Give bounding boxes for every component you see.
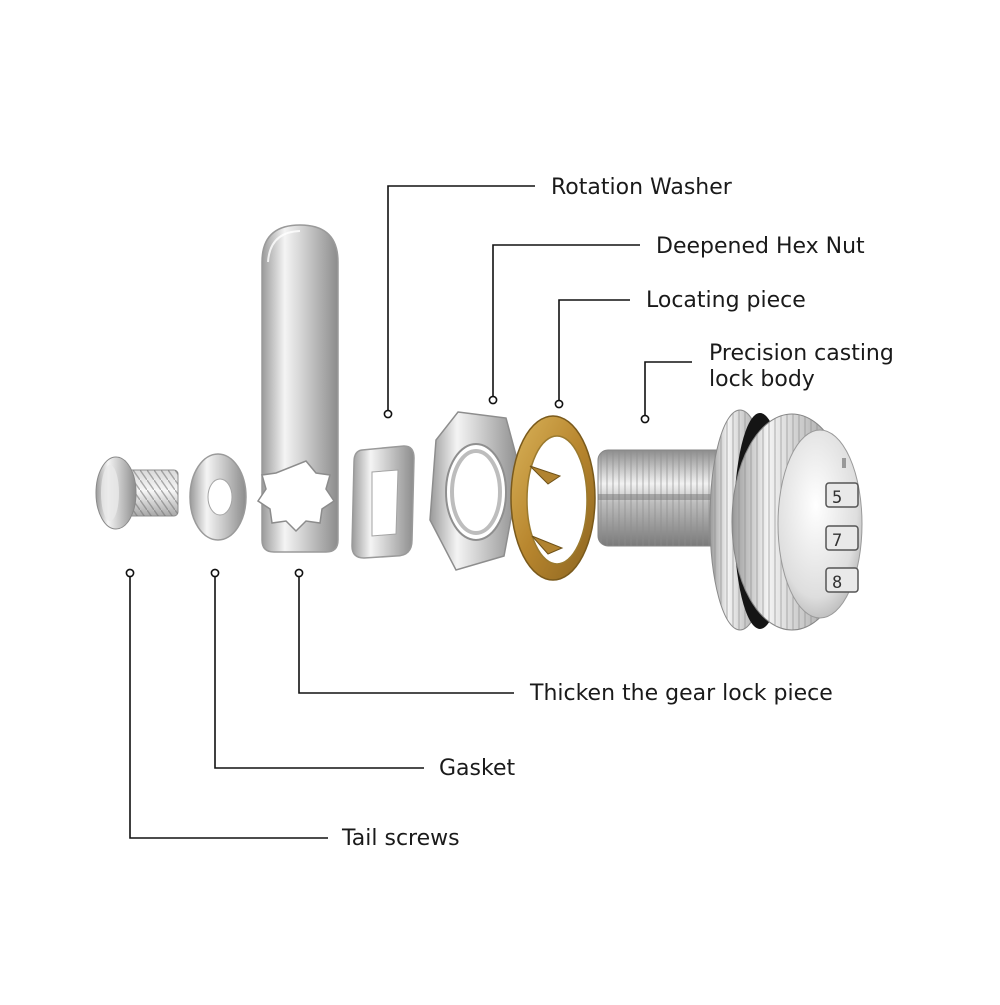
dot-rotation-washer [383, 409, 393, 419]
gear-lock-piece [256, 224, 339, 553]
label-gasket: Gasket [439, 756, 516, 781]
label-hex-nut: Deepened Hex Nut [656, 234, 865, 259]
leader-locating-piece [558, 299, 630, 403]
dot-lock-body [640, 414, 650, 424]
rotation-washer [351, 445, 415, 559]
dot-gear-lock-piece [294, 568, 304, 578]
label-gear-lock-piece: Thicken the gear lock piece [530, 681, 833, 706]
dial-2-digit[interactable]: 7 [832, 531, 842, 551]
dot-hex-nut [488, 395, 498, 405]
leader-lock-body [644, 361, 692, 418]
leader-dots [125, 395, 650, 578]
leader-rotation-washer [387, 185, 535, 413]
locating-piece [510, 415, 596, 581]
label-tail-screws: Tail screws [342, 826, 460, 851]
tail-screw [95, 456, 179, 530]
dial-3-digit[interactable]: 8 [832, 573, 842, 593]
dot-locating-piece [554, 399, 564, 409]
leader-tail-screws [129, 573, 328, 839]
gasket-washer [189, 453, 247, 541]
dial-1-digit[interactable]: 5 [832, 488, 842, 508]
leader-gear-lock-piece [298, 573, 514, 694]
leader-lines [129, 185, 692, 839]
label-lock-body-line2: lock body [709, 367, 815, 392]
dot-tail-screws [125, 568, 135, 578]
leader-gasket [214, 573, 424, 769]
combination-dials: 5 7 8 [825, 482, 859, 593]
hex-nut [429, 411, 521, 571]
label-rotation-washer: Rotation Washer [551, 175, 732, 200]
label-locating-piece: Locating piece [646, 288, 806, 313]
dot-gasket [210, 568, 220, 578]
lock-body: 5 7 8 [597, 409, 863, 631]
label-lock-body: Precision casting lock body [709, 341, 894, 393]
label-lock-body-line1: Precision casting [709, 341, 894, 366]
leader-hex-nut [492, 244, 640, 399]
